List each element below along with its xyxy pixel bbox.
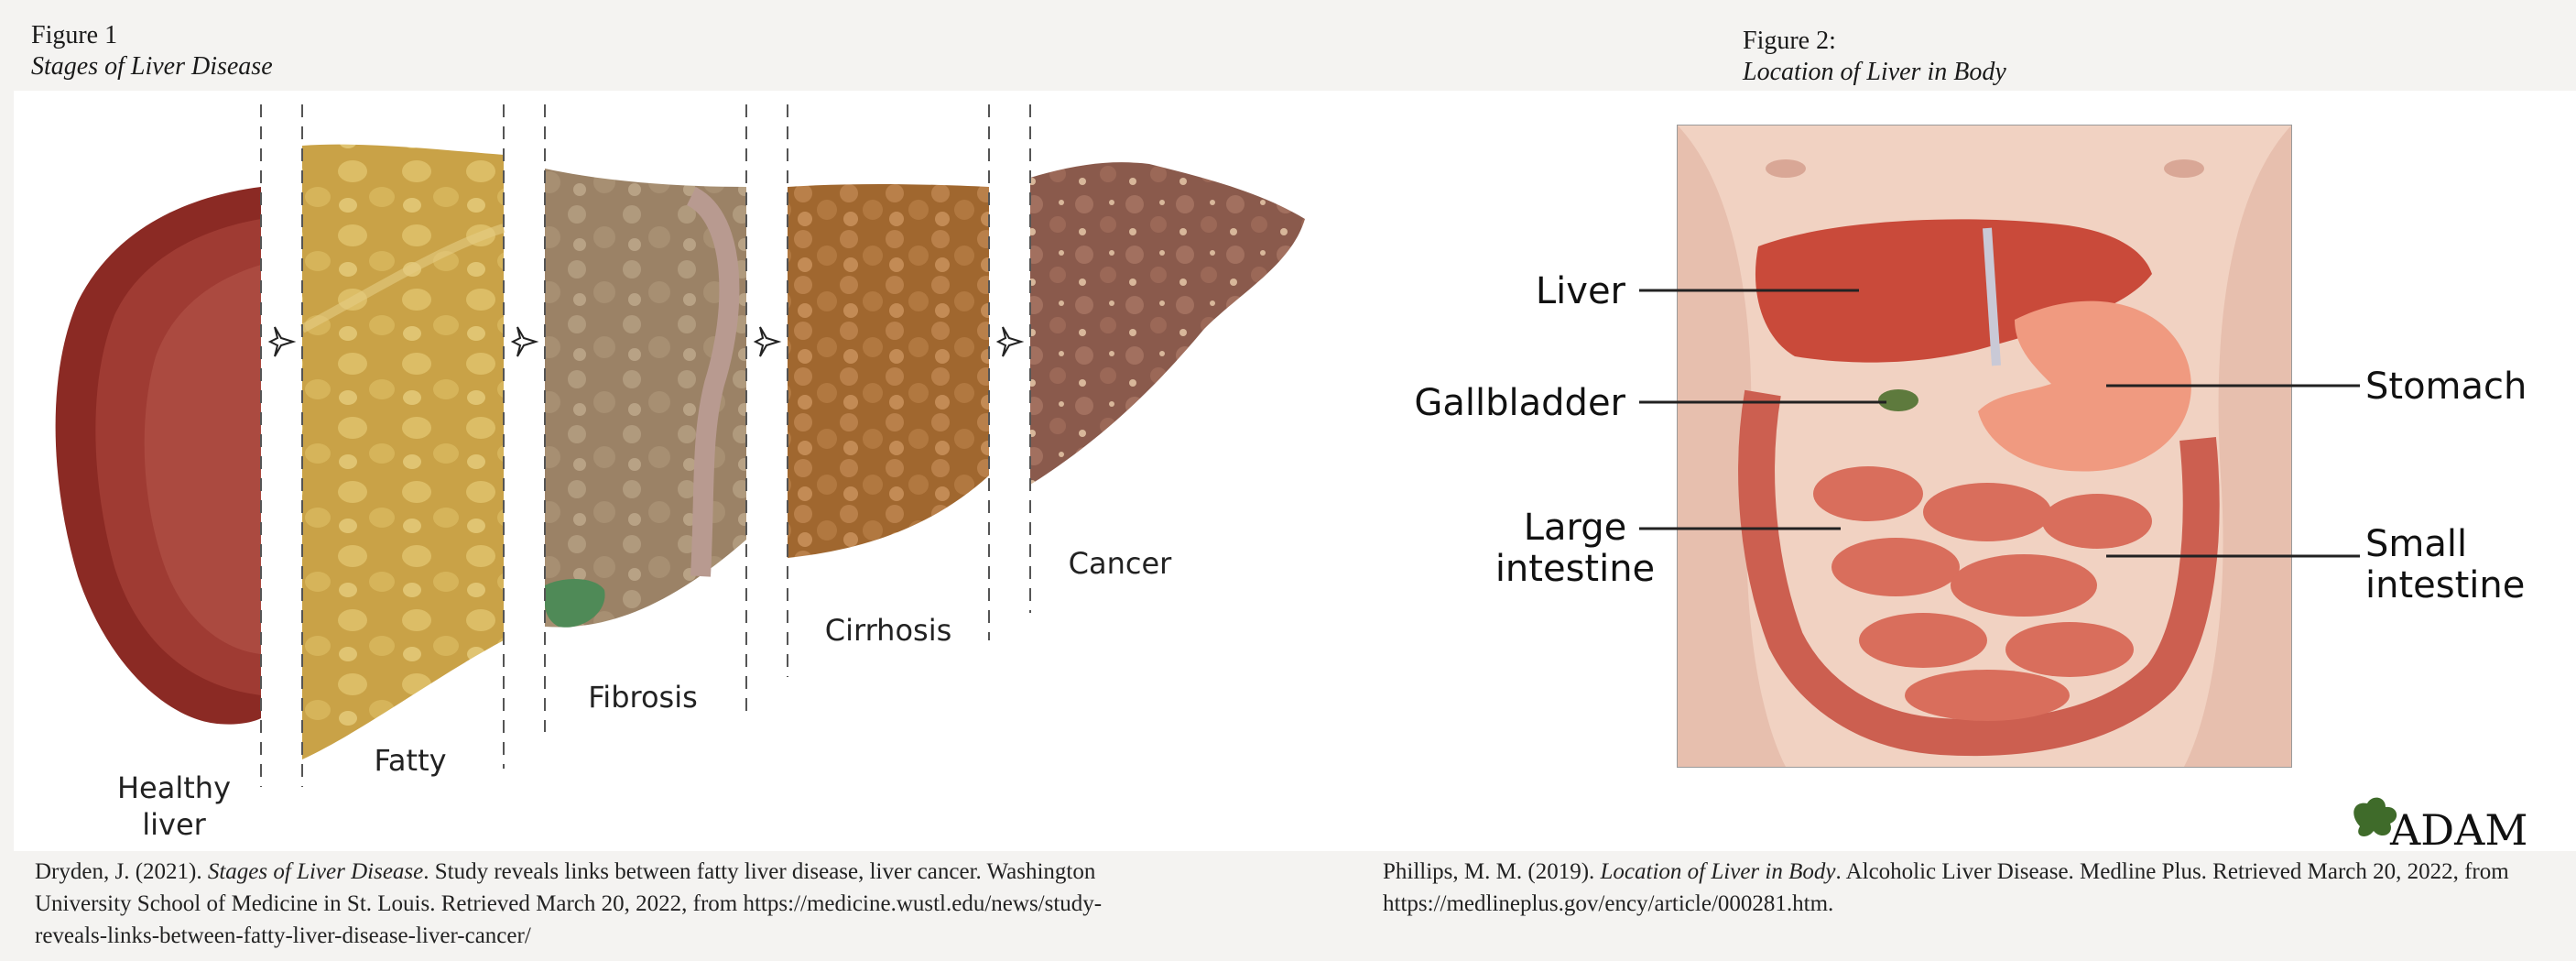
cirrhosis-liver-shape	[788, 184, 989, 558]
label-small-intestine-line2: intestine	[2365, 564, 2525, 606]
figure2-citation-title: Location of Liver in Body	[1601, 859, 1836, 884]
figure1-heading: Figure 1 Stages of Liver Disease	[31, 20, 273, 82]
sparkle-arrow-icon	[755, 327, 778, 356]
figure1-illustration: Healthy liver Fatty Fibrosis Cirrhosis C…	[14, 91, 1374, 851]
stage-label-fatty: Fatty	[374, 743, 446, 778]
sparkle-arrow-icon	[270, 327, 293, 356]
label-small-intestine-line1: Small	[2365, 523, 2467, 565]
sparkle-arrow-icon	[998, 327, 1021, 356]
figure2-title: Location of Liver in Body	[1743, 57, 2006, 88]
stage-label-cancer: Cancer	[1069, 546, 1173, 581]
figure1-citation-author: Dryden, J. (2021).	[35, 859, 208, 884]
stage-label-cirrhosis: Cirrhosis	[825, 613, 952, 648]
stage-label-healthy-line1: Healthy	[117, 770, 231, 805]
figure1-citation: Dryden, J. (2021). Stages of Liver Disea…	[35, 856, 1115, 952]
figure1-citation-title: Stages of Liver Disease	[208, 859, 423, 884]
stage-label-healthy-line2: liver	[142, 807, 206, 842]
cancer-liver-shape	[1030, 162, 1305, 485]
label-stomach: Stomach	[2365, 366, 2527, 408]
gallbladder-organ	[1878, 389, 1918, 411]
figure2-heading: Figure 2: Location of Liver in Body	[1743, 26, 2006, 88]
label-large-intestine-line2: intestine	[1495, 548, 1655, 590]
figure2-citation-author: Phillips, M. M. (2019).	[1383, 859, 1601, 884]
figure2-illustration: Liver Gallbladder Large intestine Stomac…	[1355, 91, 2576, 851]
adam-logo: ADAM	[2353, 798, 2527, 851]
label-large-intestine-line1: Large	[1524, 507, 1627, 549]
figure1-title: Stages of Liver Disease	[31, 51, 273, 82]
figure2-citation: Phillips, M. M. (2019). Location of Live…	[1383, 856, 2573, 920]
abdomen-anatomy-diagram: Liver Gallbladder Large intestine Stomac…	[1355, 91, 2576, 851]
label-gallbladder: Gallbladder	[1414, 382, 1625, 424]
figure2-number: Figure 2:	[1743, 26, 2006, 57]
stage-label-fibrosis: Fibrosis	[588, 680, 698, 715]
liver-stages-diagram: Healthy liver Fatty Fibrosis Cirrhosis C…	[14, 91, 1374, 851]
sparkle-arrow-icon	[513, 327, 536, 356]
label-liver: Liver	[1536, 270, 1626, 312]
figure1-number: Figure 1	[31, 20, 273, 51]
adam-logo-text: ADAM	[2389, 805, 2527, 851]
